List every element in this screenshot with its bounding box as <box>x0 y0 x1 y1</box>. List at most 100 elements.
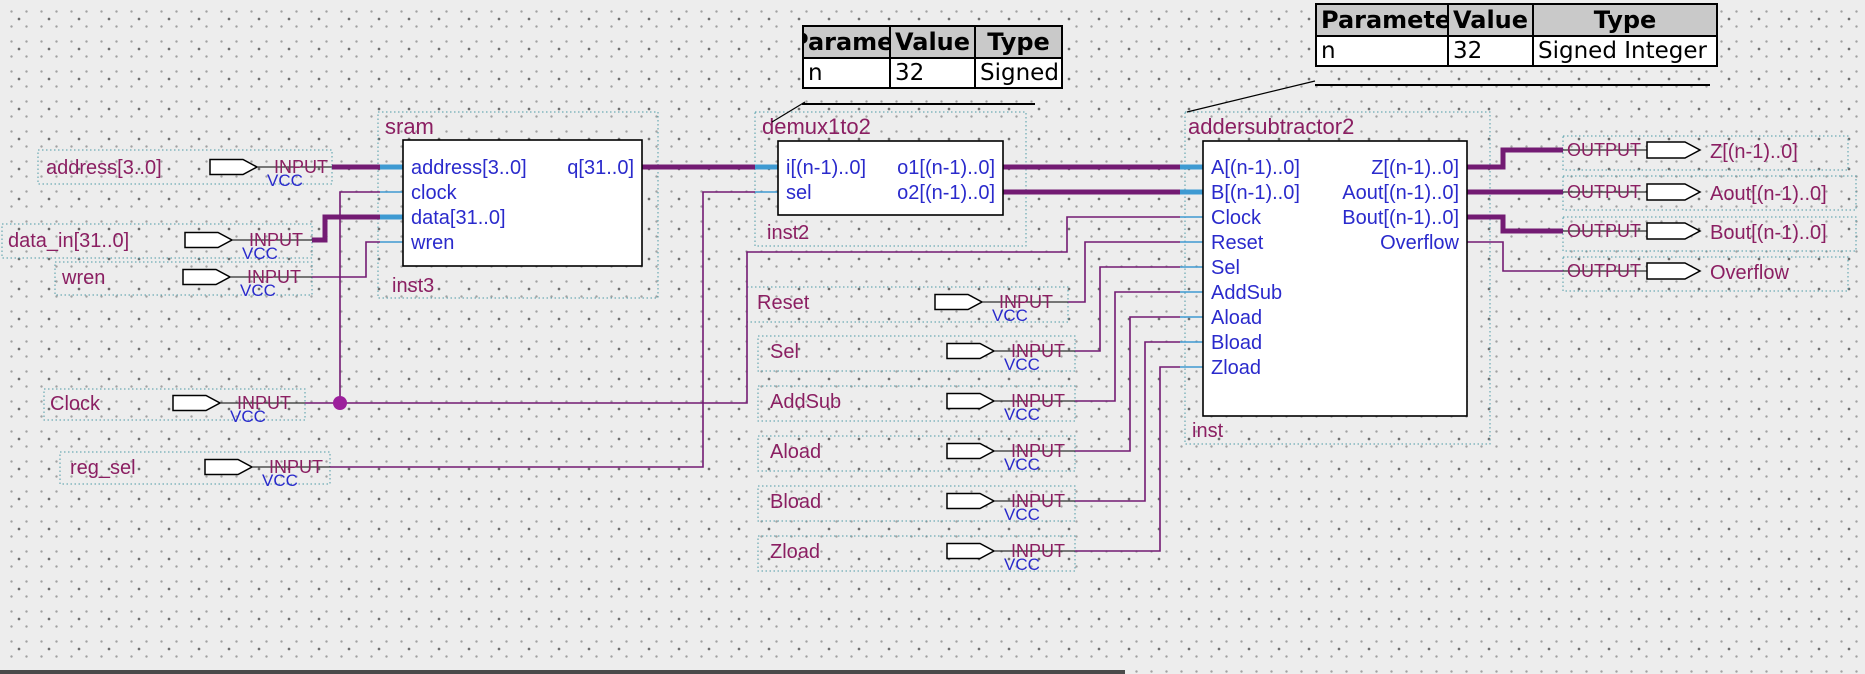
table-header-value: Value <box>1453 6 1529 34</box>
wire-aload-net[interactable] <box>1075 316 1180 452</box>
input-keyword-data_in[31..0]: INPUT <box>249 230 303 250</box>
selection-rect-input-Clock <box>43 388 306 421</box>
port-label-addersubtractor2-Clock: Clock <box>1211 207 1262 229</box>
vcc-keyword-address[3..0]: VCC <box>267 171 303 190</box>
input-pin-name-address[3..0]: address[3..0] <box>46 157 162 179</box>
port-label-sram-q[31..0]: q[31..0] <box>567 157 634 179</box>
wire-reset-net[interactable] <box>1068 241 1180 303</box>
input-pin-symbol-Bload[interactable] <box>946 492 996 510</box>
vcc-keyword-wren: VCC <box>240 281 276 300</box>
wire-addsub-net[interactable] <box>1075 291 1180 402</box>
selection-rect-input-wren <box>54 261 313 296</box>
output-keyword-Overflow: OUTPUT <box>1567 261 1641 281</box>
input-pin-symbol-Aload[interactable] <box>946 442 996 460</box>
wire-regsel-net[interactable] <box>330 191 755 468</box>
table-header-type: Type <box>1593 6 1657 34</box>
table-header-value: Value <box>895 28 971 56</box>
table-cell: 32 <box>1447 35 1534 67</box>
input-pin-symbol-Sel[interactable] <box>946 342 996 360</box>
wire-wren-net[interactable] <box>312 241 380 278</box>
input-pin-symbol-data_in[31..0][interactable] <box>184 231 234 249</box>
instance-label-inst: inst <box>1192 420 1224 442</box>
wire-overflow-out-net[interactable] <box>1467 241 1563 272</box>
block-label-demux1to2: demux1to2 <box>762 114 871 139</box>
port-label-demux1to2-sel: sel <box>786 182 812 204</box>
selection-rect-input-Reset <box>746 286 1069 323</box>
input-pin-symbol-address[3..0][interactable] <box>209 158 259 176</box>
block-addersubtractor2[interactable] <box>1202 140 1468 417</box>
vcc-keyword-Zload: VCC <box>1004 555 1040 574</box>
parameter-table-addersubtractor[interactable]: ParameterValueTypen32Signed Integer <box>1315 3 1718 67</box>
selection-rect-input-reg_sel <box>59 451 331 485</box>
port-label-addersubtractor2-Z[(n-1)..0]: Z[(n-1)..0] <box>1371 157 1459 179</box>
wire-data-net[interactable] <box>312 214 380 243</box>
port-label-addersubtractor2-B[(n-1)..0]: B[(n-1)..0] <box>1211 182 1300 204</box>
table-cell: n <box>802 57 891 89</box>
vcc-keyword-Sel: VCC <box>1004 355 1040 374</box>
port-label-addersubtractor2-AddSub: AddSub <box>1211 282 1282 304</box>
output-keyword-Aout[(n-1)..0]: OUTPUT <box>1567 182 1641 202</box>
wire-zload-net[interactable] <box>1075 366 1180 552</box>
wire-clock-branch[interactable] <box>339 191 380 403</box>
input-keyword-AddSub: INPUT <box>1011 391 1065 411</box>
input-pin-name-Bload: Bload <box>770 491 821 513</box>
block-sram[interactable] <box>402 139 643 267</box>
input-keyword-Aload: INPUT <box>1011 441 1065 461</box>
output-pin-name-Overflow: Overflow <box>1710 262 1789 284</box>
block-demux1to2[interactable] <box>777 140 1004 216</box>
input-pin-symbol-AddSub[interactable] <box>946 392 996 410</box>
block-label-addersubtractor2: addersubtractor2 <box>1188 114 1354 139</box>
input-pin-name-Aload: Aload <box>770 441 821 463</box>
output-keyword-Z[(n-1)..0]: OUTPUT <box>1567 140 1641 160</box>
wire-clock-net[interactable] <box>305 216 1180 404</box>
port-label-addersubtractor2-Sel: Sel <box>1211 257 1240 279</box>
table-cell: n <box>1315 35 1449 67</box>
vcc-keyword-Reset: VCC <box>992 306 1028 325</box>
wire-bload-net[interactable] <box>1075 341 1180 502</box>
selection-rect-demux1to2 <box>754 111 1027 247</box>
wire-bout-out-net[interactable] <box>1467 214 1563 234</box>
vcc-keyword-AddSub: VCC <box>1004 405 1040 424</box>
input-keyword-Sel: INPUT <box>1011 341 1065 361</box>
port-label-addersubtractor2-Bload: Bload <box>1211 332 1262 354</box>
instance-label-inst3: inst3 <box>392 275 434 297</box>
port-label-sram-data[31..0]: data[31..0] <box>411 207 506 229</box>
parameter-table-demux[interactable]: ParameterValueTypen32Signed Integer <box>802 25 1063 89</box>
port-label-demux1to2-o1[(n-1)..0]: o1[(n-1)..0] <box>897 157 995 179</box>
selection-rect-addersubtractor2 <box>1184 111 1491 445</box>
input-pin-name-Reset: Reset <box>757 292 810 314</box>
output-pin-name-Bout[(n-1)..0]: Bout[(n-1)..0] <box>1710 222 1827 244</box>
port-label-sram-address[3..0]: address[3..0] <box>411 157 527 179</box>
table-header-parameter: Parameter <box>1321 6 1446 34</box>
wire-z-out-net[interactable] <box>1467 147 1563 170</box>
table-bottom-edge-parameter-table-addersubtractor <box>1315 84 1710 86</box>
output-pin-symbol-Bout[(n-1)..0][interactable] <box>1646 222 1702 240</box>
input-pin-symbol-Zload[interactable] <box>946 542 996 560</box>
port-label-addersubtractor2-Aload: Aload <box>1211 307 1262 329</box>
block-label-sram: sram <box>385 114 434 139</box>
input-pin-symbol-Clock[interactable] <box>172 394 222 412</box>
table-cell: 32 <box>889 57 976 89</box>
table-bottom-edge-parameter-table-demux <box>802 103 1035 105</box>
input-pin-symbol-Reset[interactable] <box>934 293 984 311</box>
port-label-addersubtractor2-Reset: Reset <box>1211 232 1264 254</box>
output-pin-symbol-Aout[(n-1)..0][interactable] <box>1646 183 1702 201</box>
window-edge-bar <box>0 670 1125 674</box>
input-pin-symbol-wren[interactable] <box>182 268 232 286</box>
table-header-type: Type <box>987 28 1050 56</box>
selection-rect-sram <box>377 111 659 299</box>
output-pin-symbol-Overflow[interactable] <box>1646 262 1702 280</box>
input-pin-symbol-reg_sel[interactable] <box>204 458 254 476</box>
port-label-addersubtractor2-Aout[(n-1)..0]: Aout[(n-1)..0] <box>1342 182 1459 204</box>
wire-sel-net[interactable] <box>1075 266 1180 352</box>
selection-rect-output-Bout[(n-1)..0] <box>1562 216 1857 252</box>
input-pin-name-Zload: Zload <box>770 541 820 563</box>
vcc-keyword-Bload: VCC <box>1004 505 1040 524</box>
output-pin-symbol-Z[(n-1)..0][interactable] <box>1646 141 1702 159</box>
input-keyword-reg_sel: INPUT <box>269 457 323 477</box>
input-pin-name-Sel: Sel <box>770 341 799 363</box>
input-pin-name-data_in[31..0]: data_in[31..0] <box>8 230 129 252</box>
callout-line-parameter-table-demux <box>771 101 806 123</box>
